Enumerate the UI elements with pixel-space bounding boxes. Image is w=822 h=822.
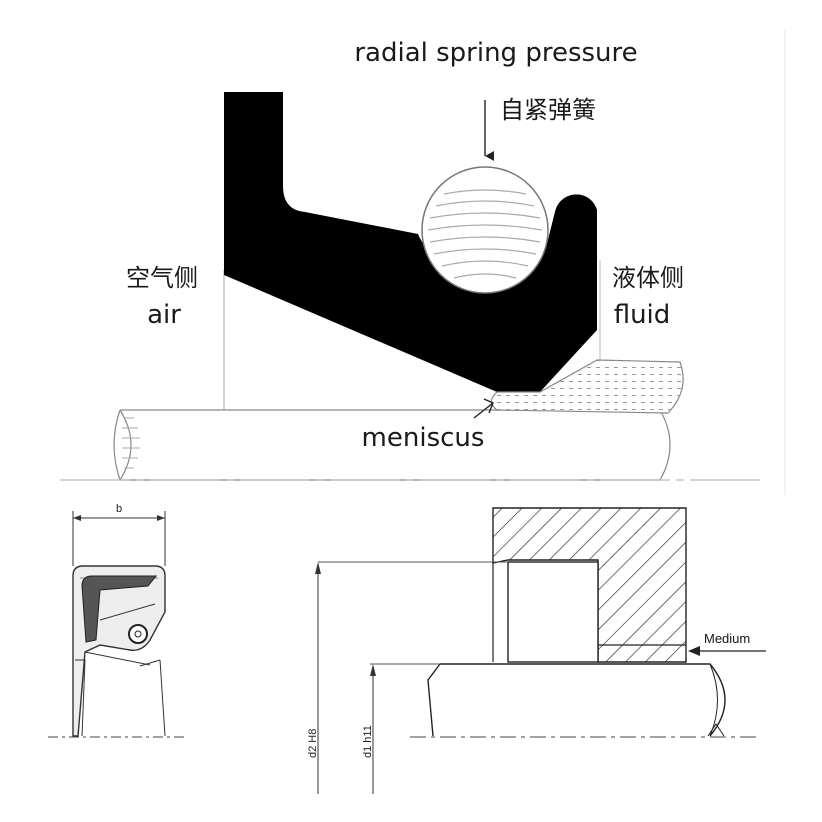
top-seal-section: radial spring pressure 自紧弹簧 空气侧 air 液体侧 …	[60, 30, 786, 495]
dim-d2-h8: d2 H8	[307, 729, 319, 758]
spring-icon	[421, 166, 549, 294]
spring-label-cn: 自紧弹簧	[500, 96, 596, 124]
installed-seal	[507, 561, 599, 663]
medium-label: Medium	[704, 631, 750, 646]
meniscus-label: meniscus	[362, 423, 485, 453]
air-side-label-en: air	[147, 300, 181, 330]
fluid-region	[490, 359, 684, 414]
meniscus-arrow	[473, 398, 494, 419]
fluid-side-label-cn: 液体侧	[612, 264, 684, 292]
air-side-label-cn: 空气侧	[126, 264, 198, 292]
installation-section: d2 H8 d1 h11 Medium	[307, 507, 766, 794]
install-shaft	[427, 663, 726, 737]
spring-label-en: radial spring pressure	[354, 38, 637, 68]
fluid-side-label-en: fluid	[614, 300, 671, 330]
metal-insert	[81, 575, 158, 643]
seal-lip-body	[224, 92, 597, 392]
seal-profile-section: b	[48, 503, 185, 738]
dim-d1-h11: d1 h11	[362, 725, 374, 758]
dim-width-b: b	[116, 503, 122, 515]
shaft	[60, 409, 760, 481]
